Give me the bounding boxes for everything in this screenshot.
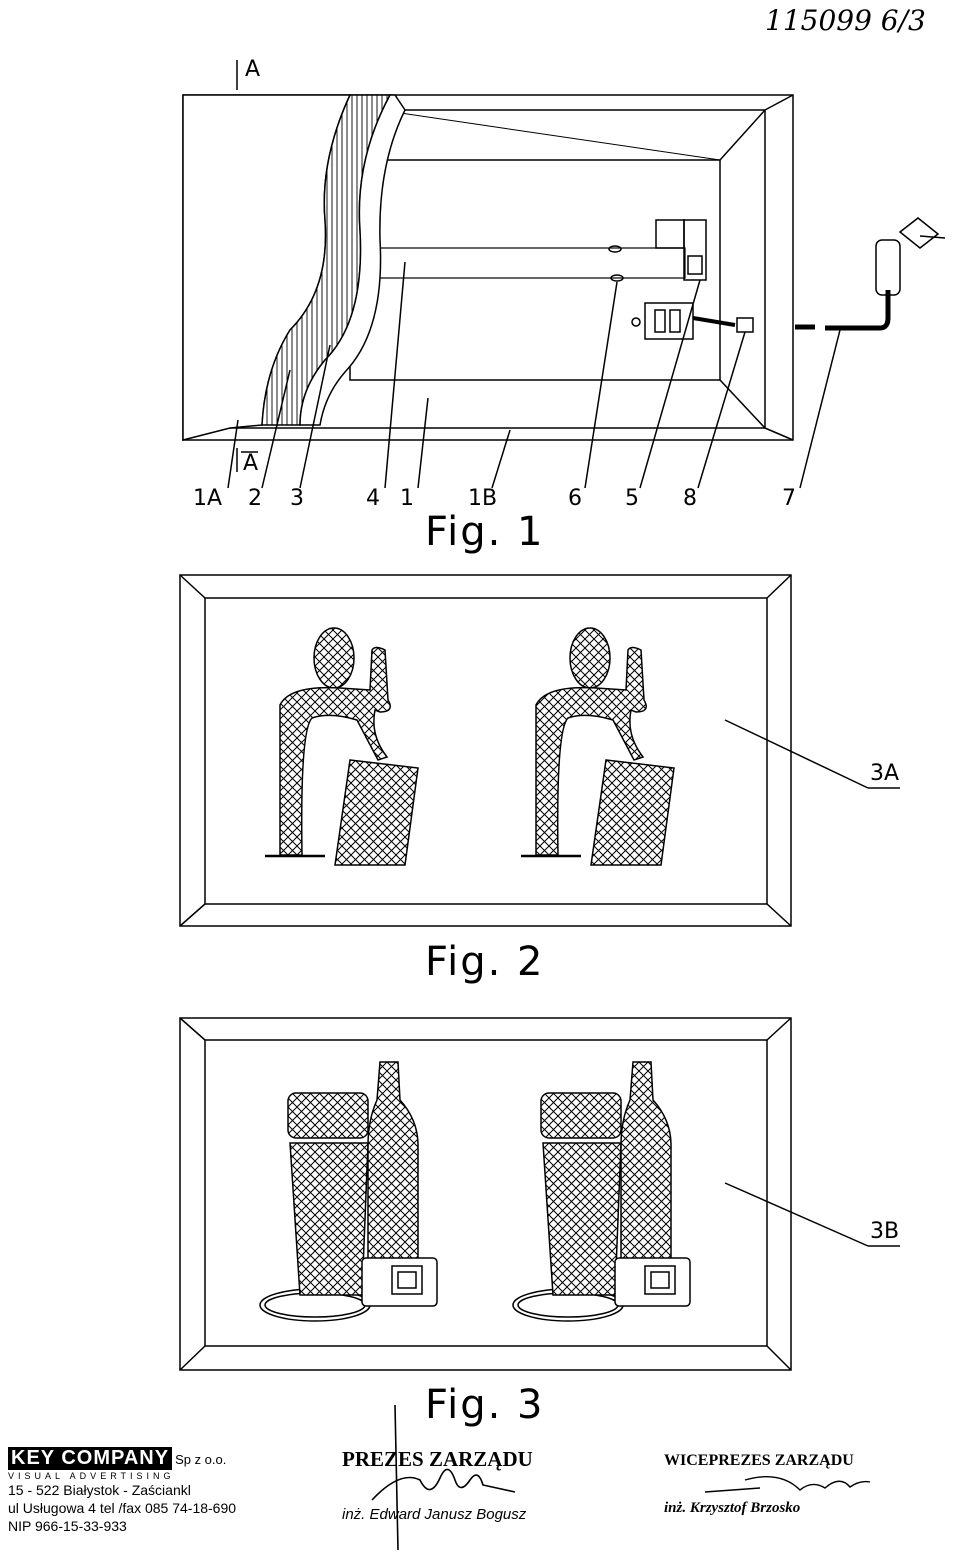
fig2-callout-label: 3A <box>870 761 899 786</box>
document-number: 115099 6/3 <box>765 4 926 37</box>
fig1-drawing <box>182 60 946 489</box>
vice-president-title: WICEPREZES ZARZĄDU <box>664 1452 854 1469</box>
beer-tap-figure-left <box>265 627 419 866</box>
vice-president-name: inż. Krzysztof Brzosko <box>664 1500 801 1516</box>
vice-president-stamp: WICEPREZES ZARZĄDU inż. Krzysztof Brzosk… <box>664 1452 924 1517</box>
section-marker-top: A <box>245 57 260 82</box>
signature-vice <box>704 1476 871 1493</box>
fig3-callout-label: 3B <box>870 1219 899 1244</box>
fig1-label: 8 <box>683 486 697 511</box>
beer-glass-bottle-right <box>512 1061 691 1322</box>
fig1-label: 1 <box>400 486 414 511</box>
company-nip: NIP 966-15-33-933 <box>8 1518 127 1534</box>
fig1-label: 6 <box>568 486 582 511</box>
company-suffix: Sp z o.o. <box>175 1452 227 1467</box>
fig1-label: 2 <box>248 486 262 511</box>
company-tagline: VISUAL ADVERTISING <box>8 1471 175 1481</box>
fig2-drawing <box>179 574 900 927</box>
president-name: inż. Edward Janusz Bogusz <box>342 1506 527 1523</box>
president-title: PREZES ZARZĄDU <box>342 1447 533 1471</box>
president-stamp: PREZES ZARZĄDU inż. Edward Janusz Bogusz <box>342 1447 582 1523</box>
company-logo: KEY COMPANY <box>8 1447 173 1470</box>
signature-president <box>371 1404 516 1551</box>
beer-glass-bottle-left <box>259 1061 438 1322</box>
fig1-label: 3 <box>290 486 304 511</box>
fig1-label: 7 <box>782 486 796 511</box>
fig1-caption: Fig. 1 <box>425 509 544 555</box>
fig3-drawing <box>179 1017 900 1371</box>
fig1-label: 1B <box>468 486 497 511</box>
fig3-caption: Fig. 3 <box>425 1382 544 1428</box>
company-address-line1: 15 - 522 Białystok - Zaściankl <box>8 1482 191 1498</box>
fig1-reference-labels: 1A 2 3 4 1 1B 6 5 8 7 <box>193 486 796 511</box>
fig1-label: 1A <box>193 486 222 511</box>
fig2-caption: Fig. 2 <box>425 939 544 985</box>
fig1-label: 5 <box>625 486 639 511</box>
beer-tap-figure-right <box>521 627 675 866</box>
section-marker-bottom: A <box>243 451 258 476</box>
fig1-label: 4 <box>366 486 380 511</box>
company-address-line2: ul Usługowa 4 tel /fax 085 74-18-690 <box>8 1500 237 1516</box>
